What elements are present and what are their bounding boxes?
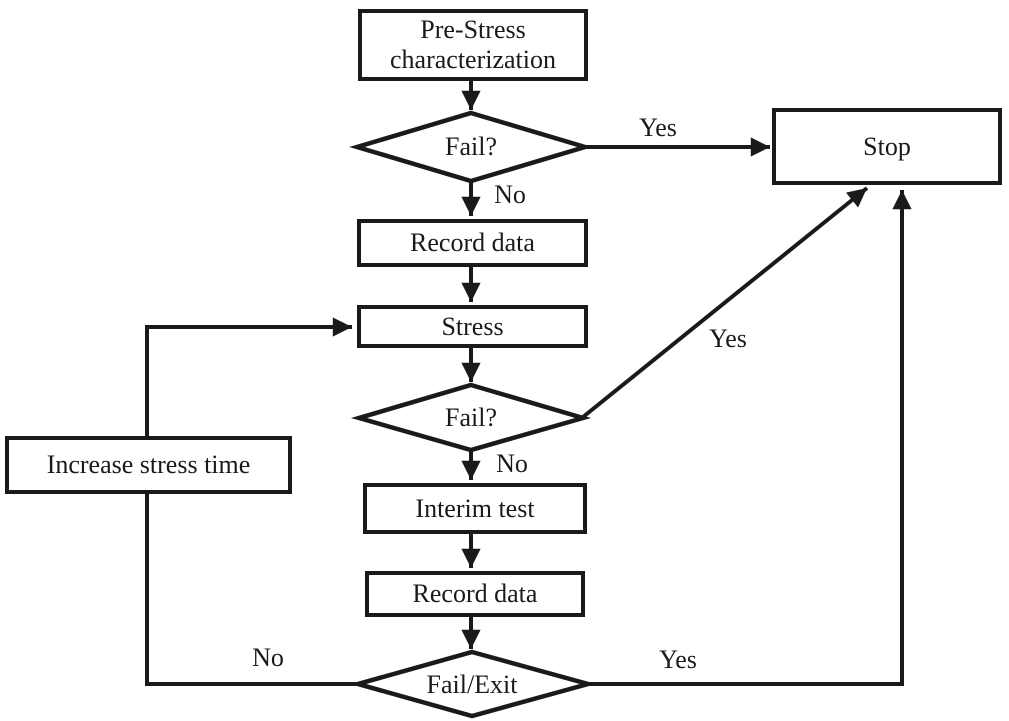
edge-label-fail-exit-yes: Yes <box>659 645 697 674</box>
decision-fail1 <box>349 110 593 184</box>
node-record-data-1: Record data <box>357 219 588 267</box>
decision-fail2 <box>350 382 592 453</box>
edge-label-fail1-no: No <box>494 180 526 209</box>
node-increase-stress-time-label: Increase stress time <box>46 450 251 480</box>
node-stress-label: Stress <box>441 311 504 341</box>
node-stop-label: Stop <box>863 131 911 161</box>
edge-label-fail1-yes: Yes <box>639 113 677 142</box>
edge-label-fail-exit-no: No <box>252 643 284 672</box>
arrow-failexit-yes-to-stop <box>588 190 912 686</box>
decision-fail1-label: Fail? <box>445 132 497 161</box>
node-pre-stress-label: Pre-Stress characterization <box>390 15 556 74</box>
node-record-data-2: Record data <box>365 571 585 617</box>
node-record-data-1-label: Record data <box>410 228 535 258</box>
node-record-data-2-label: Record data <box>412 579 538 609</box>
decision-fail-exit <box>349 649 597 719</box>
node-interim-test: Interim test <box>363 483 587 534</box>
node-increase-stress-time: Increase stress time <box>5 436 292 494</box>
decision-fail-exit-label: Fail/Exit <box>426 670 518 699</box>
node-stop: Stop <box>772 108 1002 185</box>
edge-label-fail2-no: No <box>496 449 528 478</box>
node-stress: Stress <box>357 305 588 348</box>
edge-label-fail2-yes: Yes <box>709 324 747 353</box>
node-pre-stress-characterization: Pre-Stress characterization <box>358 9 588 81</box>
arrow-failexit-no-to-stress <box>145 317 358 686</box>
arrow-fail2-yes-to-stop <box>581 186 869 419</box>
decision-fail2-label: Fail? <box>445 403 497 432</box>
node-interim-test-label: Interim test <box>415 493 535 523</box>
